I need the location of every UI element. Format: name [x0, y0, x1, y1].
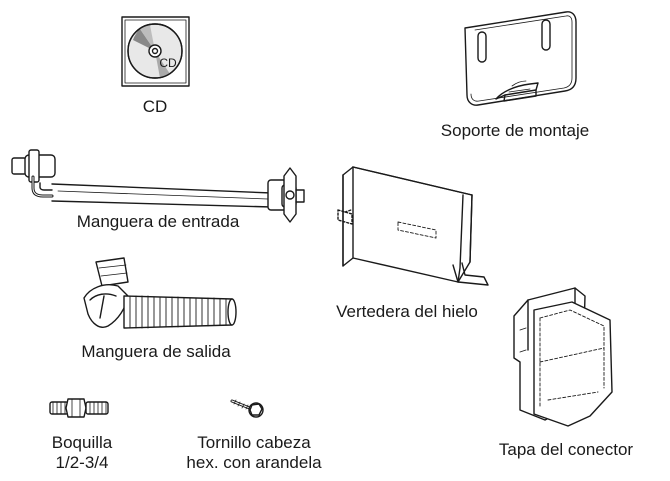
inlet-hose-illustration	[11, 149, 305, 223]
cd-disc-text: CD	[159, 56, 177, 70]
hex-screw-label-line1: Tornillo cabeza	[197, 433, 311, 452]
nozzle-label: Boquilla 1/2-3/4	[52, 433, 113, 473]
connector-cover-label: Tapa del conector	[498, 440, 634, 459]
connector-cover-illustration	[513, 287, 613, 427]
nozzle-label-line2: 1/2-3/4	[55, 453, 109, 472]
outlet-hose-illustration	[83, 257, 237, 329]
nozzle-illustration	[49, 398, 109, 418]
hex-screw-label-line2: hex. con arandela	[186, 453, 322, 472]
outlet-hose-label: Manguera de salida	[81, 342, 231, 361]
cd-label: CD	[142, 97, 168, 116]
ice-chute-label: Vertedera del hielo	[336, 302, 478, 321]
mounting-bracket-illustration	[464, 11, 577, 106]
hex-screw-illustration	[230, 399, 264, 418]
ice-chute-illustration	[337, 166, 489, 286]
hex-screw-label: Tornillo cabeza hex. con arandela	[186, 433, 321, 473]
cd-illustration: CD	[121, 16, 190, 87]
mounting-bracket-label: Soporte de montaje	[440, 121, 590, 140]
inlet-hose-label: Manguera de entrada	[76, 212, 240, 231]
nozzle-label-line1: Boquilla	[51, 433, 113, 452]
